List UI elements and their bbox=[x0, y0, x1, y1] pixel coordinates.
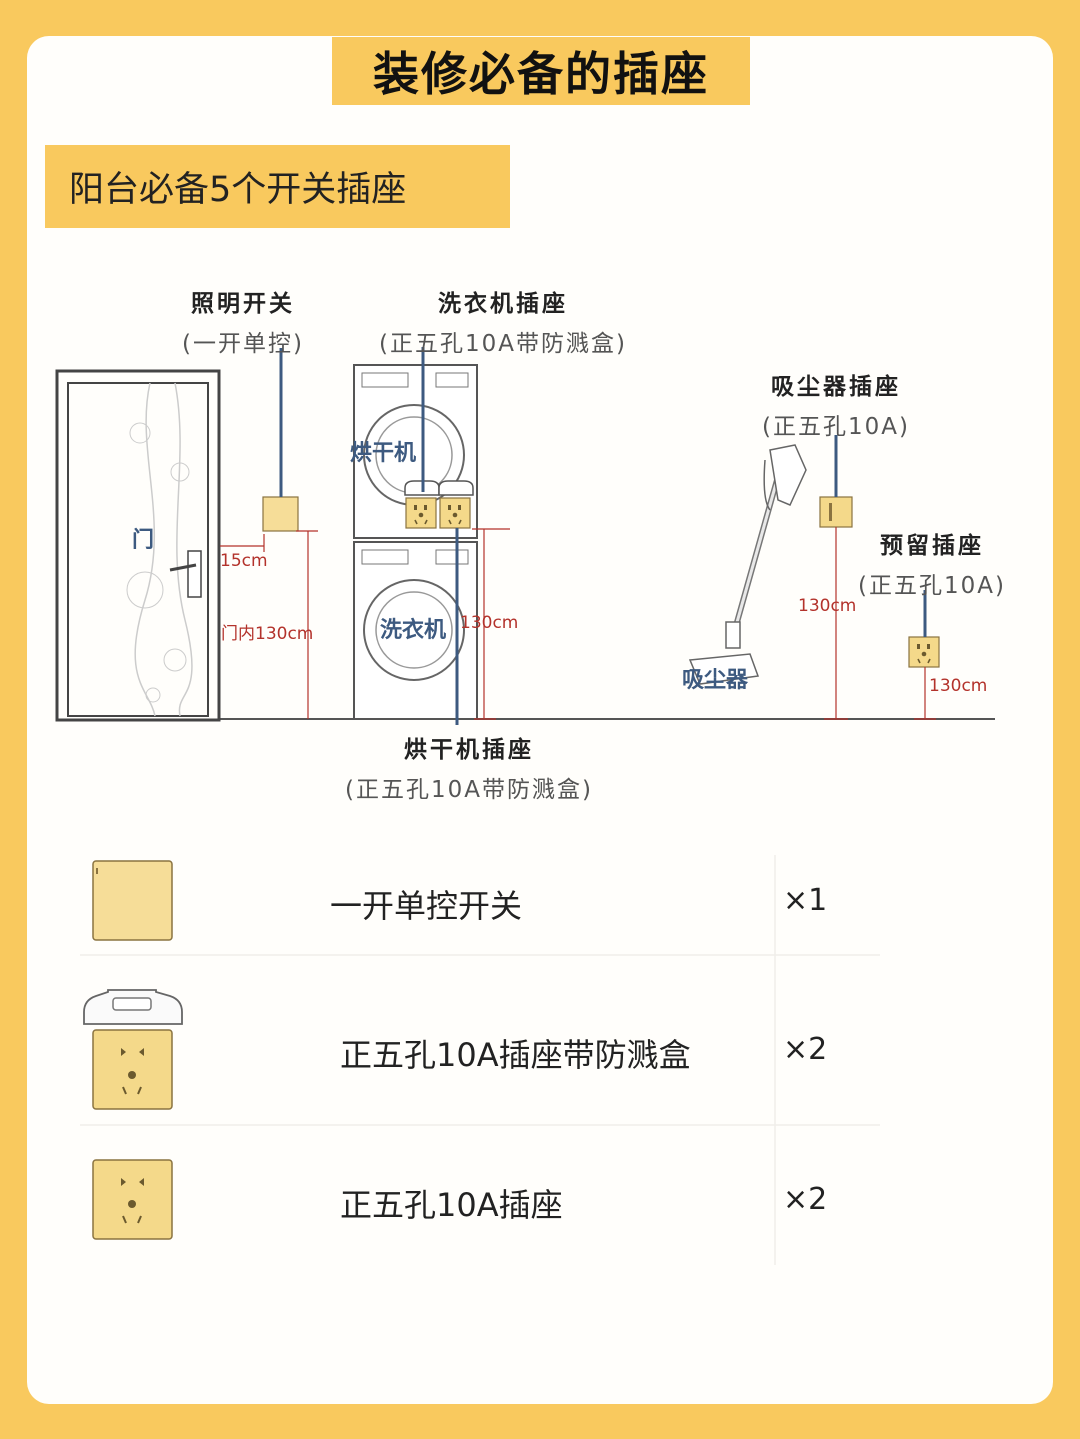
dryer-socket-with-splash-box bbox=[438, 480, 474, 529]
light-switch-spec: (一开单控) bbox=[182, 331, 304, 357]
washer-socket-label: 洗衣机插座 (正五孔10A带防溅盒) bbox=[345, 284, 661, 358]
vacuum-height-dimension: 130cm bbox=[798, 596, 857, 616]
vacuum-socket-label: 吸尘器插座 (正五孔10A) bbox=[738, 367, 934, 441]
inventory-grid bbox=[80, 855, 880, 1265]
light-switch-box bbox=[262, 496, 299, 532]
washer-height-dimension: 130cm bbox=[460, 613, 519, 633]
reserved-dimension-line bbox=[914, 667, 936, 720]
vacuum-label: 吸尘器 bbox=[682, 668, 749, 693]
section-subtitle: 阳台必备5个开关插座 bbox=[45, 145, 510, 228]
reserved-socket-name: 预留插座 bbox=[880, 533, 984, 559]
inventory-item-qty: ×1 bbox=[783, 883, 828, 918]
inventory-item-name: 正五孔10A插座带防溅盒 bbox=[340, 1036, 691, 1074]
washer-dimension-line bbox=[472, 528, 510, 720]
door-label: 门 bbox=[132, 528, 155, 553]
switch-height-dimension: 门内130cm bbox=[221, 624, 314, 644]
inventory-item-name: 正五孔10A插座 bbox=[340, 1186, 563, 1224]
switch-offset-dimension: 15cm bbox=[220, 551, 268, 571]
dryer-socket-spec: (正五孔10A带防溅盒) bbox=[345, 777, 593, 803]
inventory-item-qty: ×2 bbox=[783, 1182, 828, 1217]
vacuum-socket bbox=[819, 496, 853, 528]
switch-dimension-lines bbox=[220, 530, 318, 719]
light-switch-label: 照明开关 (一开单控) bbox=[168, 284, 318, 358]
reserved-socket-label: 预留插座 (正五孔10A) bbox=[834, 526, 1030, 600]
reserved-height-dimension: 130cm bbox=[929, 676, 988, 696]
inventory-item-name: 一开单控开关 bbox=[330, 887, 523, 925]
reserved-socket-spec: (正五孔10A) bbox=[858, 573, 1006, 599]
splash-box-socket-icon bbox=[83, 989, 183, 1110]
dryer-socket-name: 烘干机插座 bbox=[404, 737, 534, 763]
five-hole-socket-icon bbox=[92, 1159, 173, 1240]
single-switch-icon bbox=[92, 860, 173, 941]
vacuum-cleaner bbox=[688, 444, 807, 685]
reserved-socket bbox=[908, 636, 940, 668]
inventory-item-qty: ×2 bbox=[783, 1032, 828, 1067]
dryer-socket-label: 烘干机插座 (正五孔10A带防溅盒) bbox=[311, 730, 627, 804]
dryer-label: 烘干机 bbox=[350, 441, 417, 466]
page-title: 装修必备的插座 bbox=[332, 37, 750, 105]
vacuum-socket-name: 吸尘器插座 bbox=[771, 374, 901, 400]
washer-socket-spec: (正五孔10A带防溅盒) bbox=[379, 331, 627, 357]
washer-label: 洗衣机 bbox=[380, 618, 447, 643]
vacuum-dimension-line bbox=[824, 527, 848, 720]
door bbox=[55, 369, 221, 722]
vacuum-socket-spec: (正五孔10A) bbox=[762, 414, 910, 440]
washer-socket-name: 洗衣机插座 bbox=[438, 291, 568, 317]
light-switch-name: 照明开关 bbox=[191, 291, 295, 317]
